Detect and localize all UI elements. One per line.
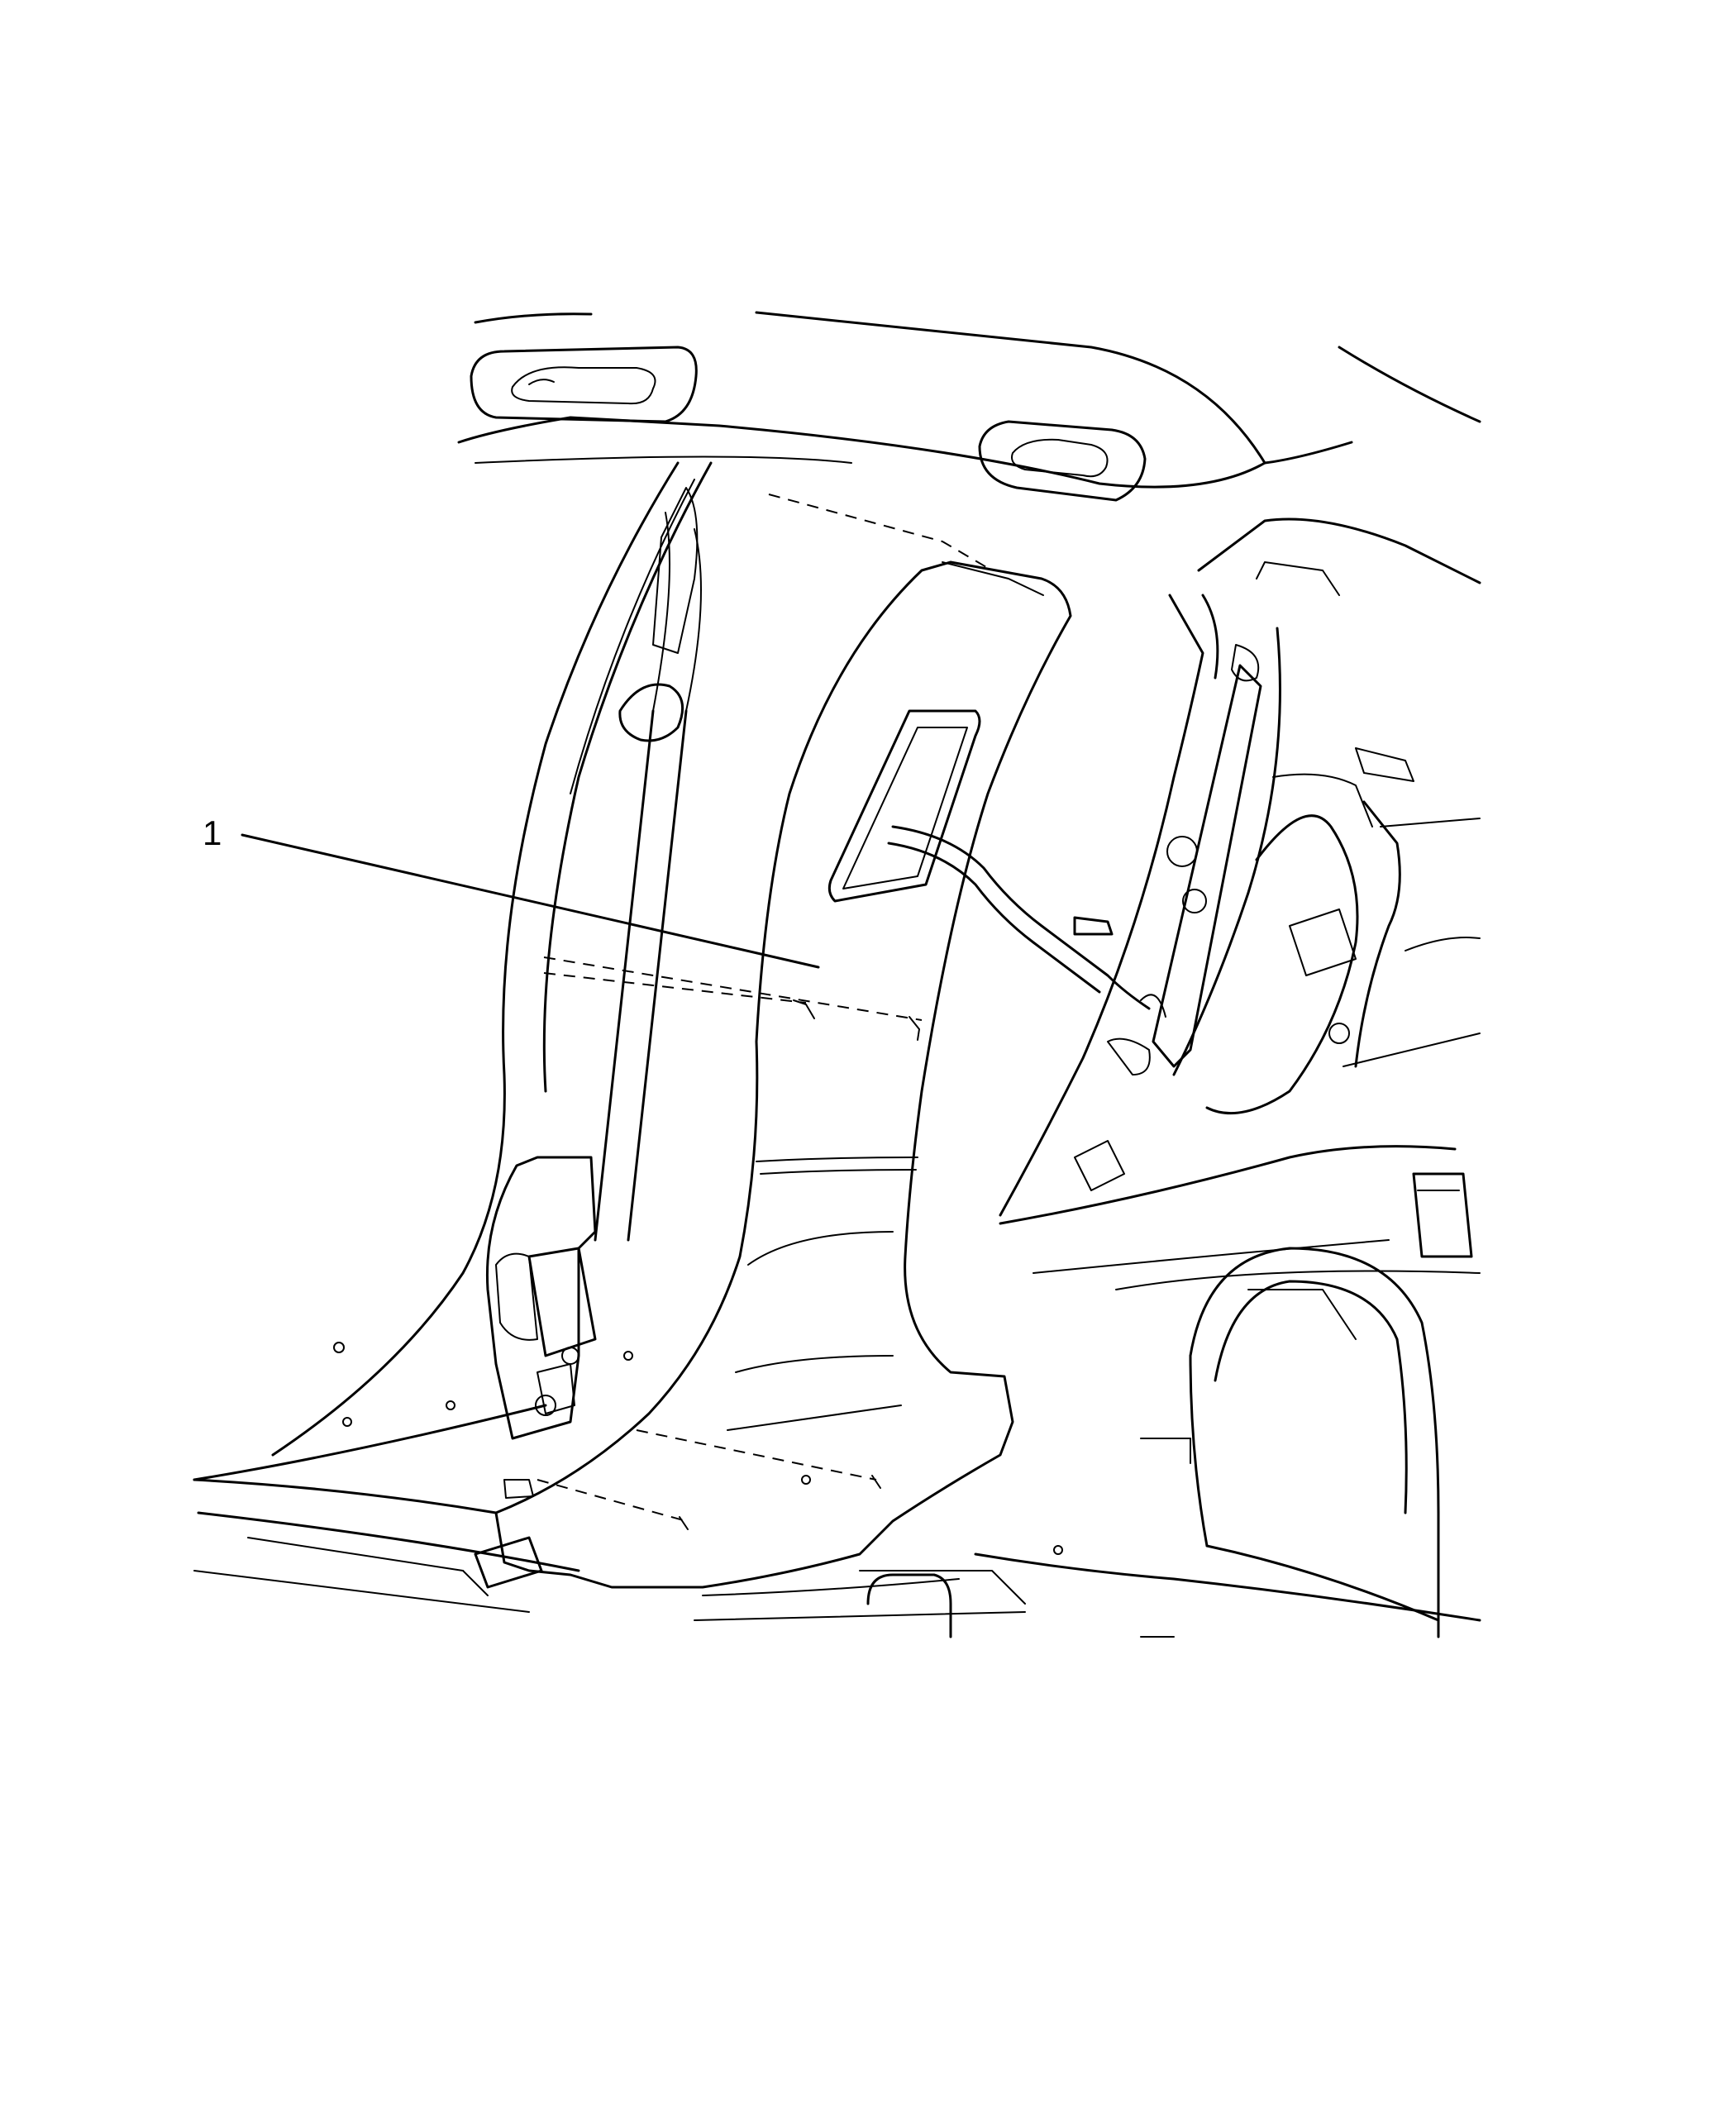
- trim-window-opening: [827, 709, 981, 903]
- rear-grab-handle: [978, 420, 1147, 502]
- front-grab-handle: [470, 346, 698, 423]
- callout-1-number: 1: [203, 813, 222, 852]
- belt-webbing-left: [594, 709, 655, 1242]
- callout-1: 1: [203, 813, 820, 969]
- pillar-trim-panel: [494, 560, 1072, 1589]
- fastener-leader-lines: [537, 494, 993, 1530]
- rear-wheel-arch: [1189, 1247, 1440, 1638]
- vehicle-interior-outline: [193, 311, 1481, 1638]
- callout-1-leader: [241, 833, 820, 969]
- rear-belt-webbing: [891, 825, 1151, 1010]
